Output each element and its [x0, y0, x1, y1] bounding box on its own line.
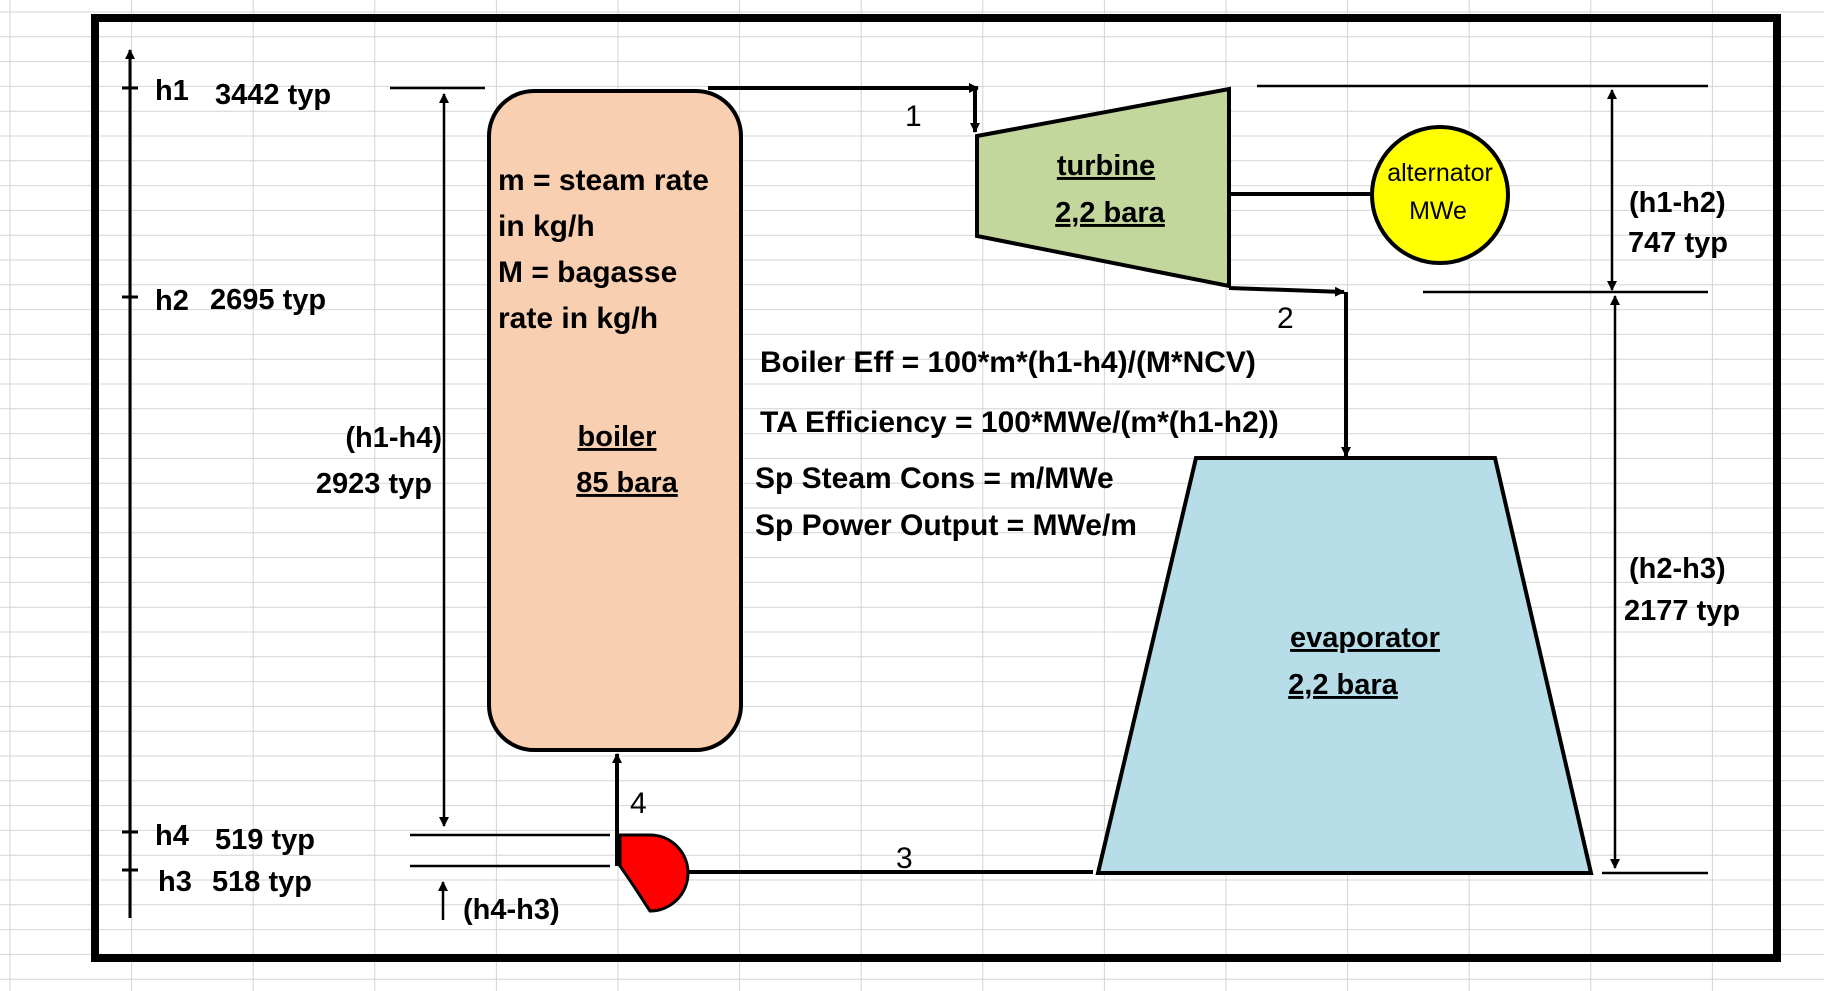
formula-sp-power-output: Sp Power Output = MWe/m — [755, 509, 1137, 542]
h4-h3-dimension — [410, 833, 610, 920]
turbine-pressure: 2,2 bara — [1055, 197, 1165, 229]
feed-pump — [618, 833, 690, 913]
h1-h4-value: 2923 typ — [316, 468, 432, 500]
evaporator-body — [1095, 456, 1594, 875]
boiler-note-2: in kg/h — [498, 210, 595, 243]
turbine-name: turbine — [1057, 150, 1155, 182]
boiler-name: boiler — [578, 421, 657, 453]
h2-h3-value: 2177 typ — [1624, 595, 1740, 627]
alternator-name: alternator — [1387, 159, 1493, 187]
boiler-note-4: rate in kg/h — [498, 302, 658, 335]
h2-name: h2 — [155, 285, 189, 317]
evaporator-name: evaporator — [1290, 622, 1440, 654]
stream-4-label: 4 — [630, 787, 647, 820]
enthalpy-scale — [122, 49, 138, 918]
h2-h3-label: (h2-h3) — [1629, 553, 1726, 585]
h2-h3-dimension — [1602, 295, 1708, 875]
h1-h2-label: (h1-h2) — [1629, 187, 1726, 219]
h1-h4-label: (h1-h4) — [345, 422, 442, 454]
h1-h2-value: 747 typ — [1628, 227, 1728, 259]
h4-value: 519 typ — [215, 824, 315, 856]
formula-boiler-eff: Boiler Eff = 100*m*(h1-h4)/(M*NCV) — [760, 346, 1256, 379]
boiler-note-3: M = bagasse — [498, 256, 677, 289]
stream-2-label: 2 — [1277, 302, 1294, 335]
stream-3-label: 3 — [896, 842, 913, 875]
stream-1-label: 1 — [905, 100, 922, 133]
h4-name: h4 — [155, 820, 189, 852]
formula-ta-efficiency: TA Efficiency = 100*MWe/(m*(h1-h2)) — [760, 406, 1279, 439]
h1-h4-dimension — [390, 86, 485, 827]
h3-value: 518 typ — [212, 866, 312, 898]
stream-2-line — [1228, 286, 1351, 457]
boiler-vessel — [487, 89, 743, 752]
boiler-note-1: m = steam rate — [498, 164, 709, 197]
turbine-body — [975, 86, 1231, 289]
boiler-pressure: 85 bara — [576, 467, 678, 499]
alternator-unit: MWe — [1409, 197, 1467, 225]
formula-sp-steam-cons: Sp Steam Cons = m/MWe — [755, 462, 1114, 495]
evaporator-pressure: 2,2 bara — [1288, 669, 1398, 701]
h3-name: h3 — [158, 866, 192, 898]
h1-name: h1 — [155, 75, 189, 107]
outer-frame — [91, 14, 1781, 962]
stream-1-line — [708, 83, 980, 133]
alternator-circle — [1370, 125, 1510, 265]
h4-h3-label: (h4-h3) — [463, 894, 560, 926]
h1-h2-dimension — [1257, 84, 1708, 294]
h2-value: 2695 typ — [210, 284, 326, 316]
h1-value: 3442 typ — [215, 79, 331, 111]
